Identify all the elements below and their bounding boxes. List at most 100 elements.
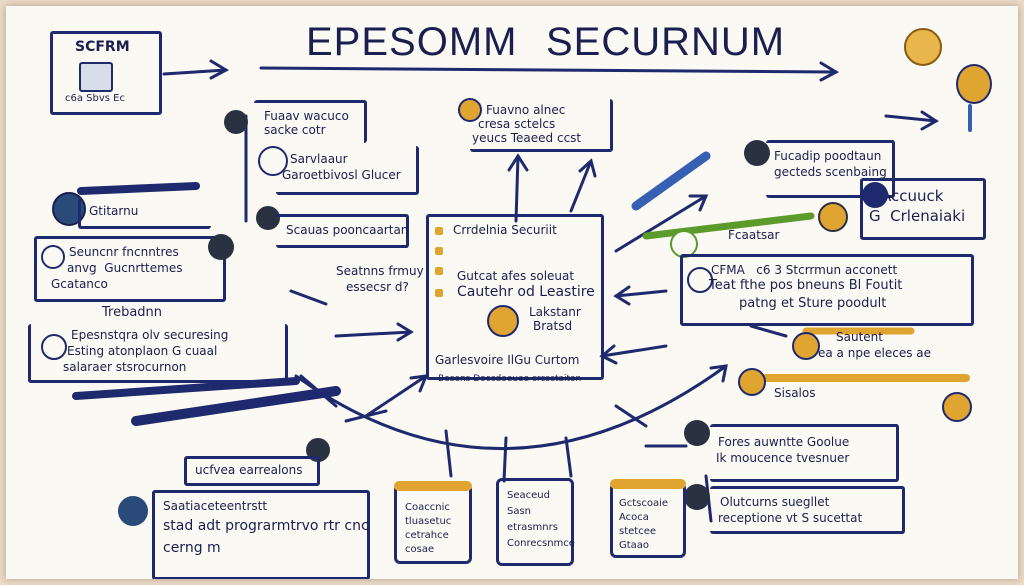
person-h-icon (684, 420, 710, 446)
cylinder-1-line-2: tluasetuc (405, 516, 452, 527)
magnifier-icon (41, 245, 65, 269)
note-left-6-line-3: salaraer stsrocurnon (63, 360, 187, 374)
bullet-icon-1 (435, 227, 443, 235)
person-b-icon (41, 334, 67, 360)
right-note-2: CFMA c6 3 Stcrrmun acconett Teat fthe po… (680, 254, 974, 326)
note-left-2: Sarvlaaur Garoetbivosl Glucer (276, 146, 419, 195)
accent-line-2: G Crlenaiaki (869, 207, 966, 225)
right-top-note: Fucadip poodtaun gecteds scenbaing (766, 140, 895, 198)
note-left-8-line-2: stad adt prograrmtrvo rtr cnc (163, 518, 369, 534)
right-note-6-line-1: Olutcurns suegllet (720, 495, 830, 509)
cylinder-3-line-1: Gctscoaie (619, 498, 669, 509)
right-top-line-2: gecteds scenbaing (774, 165, 887, 179)
accent-line-1: Accuuck (881, 187, 944, 205)
bullet-icon-2 (435, 247, 443, 255)
right-accent-box: Accuuck G Crlenaiaki (860, 178, 986, 240)
note-left-2-line-1: Sarvlaaur (290, 152, 348, 166)
cylinder-1-line-1: Coaccnic (405, 502, 450, 513)
note-left-8-line-1: Saatiaceteentrstt (163, 499, 268, 513)
person-body (968, 104, 972, 132)
cylinder-3-line-4: Gtaao (619, 540, 650, 551)
cylinder-2-line-4: Conrecsnmce (507, 538, 575, 549)
center-box: Crrdelnia Securiit Gutcat afes soleuat C… (426, 214, 604, 380)
cylinder-1-line-4: cosae (405, 544, 435, 555)
cylinder-1-line-3: cetrahce (405, 530, 449, 541)
right-top-line-1: Fucadip poodtaun (774, 149, 882, 163)
center-line-3: Lakstanr (529, 305, 581, 319)
cylinder-3-lid (610, 479, 686, 489)
right-note-1: Fcaatsar (728, 228, 780, 242)
headset-icon (208, 234, 234, 260)
note-left-6-line-1: Epesnstqra olv securesing (71, 328, 229, 342)
top-center-line-3: yeucs Teaeed ccst (472, 131, 582, 145)
top-center-line-2: cresa sctelcs (478, 117, 556, 131)
title-right: SECURNUM (546, 20, 786, 64)
note-left-5: Trebadnn (102, 305, 163, 320)
worker-green-icon (670, 230, 698, 258)
note-left-2-line-2: Garoetbivosl Glucer (282, 168, 401, 182)
connector-arrows (72, 59, 970, 523)
bullet-icon-3 (435, 267, 443, 275)
cylinder-1: Coaccnic tluasetuc cetrahce cosae (394, 481, 472, 564)
note-left-4-line-1: Seuncnr fncnntres (69, 245, 179, 259)
cylinder-2-line-3: etrasmnrs (507, 522, 558, 533)
note-left-7: ucfvea earrealons (184, 456, 320, 486)
logo-title: SCFRM (75, 39, 130, 55)
note-left-4-line-3: Gcatanco (51, 277, 108, 291)
cylinder-1-lid (394, 481, 472, 491)
note-left-4-line-2: anvg Gucnrttemes (67, 261, 183, 275)
cylinder-2-line-2: Sasn (507, 506, 532, 517)
check-icon (118, 496, 148, 526)
center-footer: Garlesvoire IlGu Curtom (435, 353, 580, 367)
logo-box: SCFRM c6a Sbvs Ec (50, 31, 162, 115)
center-line-2: Cautehr od Leastire (457, 284, 595, 300)
right-note-2-line-1: CFMA c6 3 Stcrrmun acconett (711, 263, 898, 277)
person-e-icon (687, 267, 713, 293)
note-left-1: Fuaav wacuco sacke cotr (254, 100, 367, 143)
center-line-1: Gutcat afes soleuat (457, 269, 575, 283)
cylinder-3: Gctscoaie Acoca stetcee Gtaao (610, 479, 686, 558)
top-center-line-1: Fuavno alnec (486, 103, 566, 117)
title-left: EPESOMM (306, 20, 518, 64)
worker-desk-icon (487, 305, 519, 337)
note-left-4: Seuncnr fncnntres anvg Gucnrttemes Gcata… (34, 236, 226, 302)
cylinder-3-line-2: Acoca (619, 512, 649, 523)
note-mid-left-2-line-1: Seatnns frmuy (336, 264, 424, 278)
person-d-icon (744, 140, 770, 166)
right-note-6: Olutcurns suegllet receptione vt S sucet… (710, 486, 905, 534)
cylinder-2-line-1: Seaceud (507, 490, 550, 501)
person-a-icon (258, 146, 288, 176)
note-mid-left-1: Scauas pooncaartan (276, 214, 409, 248)
right-note-6-line-2: receptione vt S sucettat (718, 511, 863, 525)
right-note-4: Sisalos (774, 386, 816, 400)
person-icon (956, 64, 992, 104)
person-g-icon (738, 368, 766, 396)
center-line-4: Bratsd (533, 319, 573, 333)
person-f-icon (792, 332, 820, 360)
right-note-2-line-3: patng et Sture poodult (739, 296, 887, 311)
top-center-note: Fuavno alnec cresa sctelcs yeucs Teaeed … (470, 99, 613, 152)
right-note-2-line-2: Teat fthe pos bneuns Bl Foutit (709, 278, 903, 293)
note-left-6-line-2: Esting atonplaon G cuaal (67, 344, 218, 358)
sun-icon (904, 28, 942, 66)
right-note-5-line-2: Ik moucence tvesnuer (716, 451, 850, 465)
right-note-3-line-2: ea a npe eleces ae (818, 346, 932, 360)
cylinder-2: Seaceud Sasn etrasmnrs Conrecsnmce (496, 478, 575, 566)
note-left-8: Saatiaceteentrstt stad adt prograrmtrvo … (152, 490, 370, 579)
note-left-3-line-1: Gtitarnu (89, 204, 139, 218)
whiteboard: EPESOMM SECURNUM SCFRM c6a Sbvs Ec Fuavn… (6, 6, 1018, 579)
note-left-7-line-1: ucfvea earrealons (195, 463, 303, 477)
note-mid-left-1-line-1: Scauas pooncaartan (286, 223, 409, 237)
note-left-3: Gtitarnu (78, 198, 211, 229)
bulb-icon (942, 392, 972, 422)
note-left-6: Epesnstqra olv securesing Esting atonpla… (28, 324, 288, 383)
coin-icon-2 (818, 202, 848, 232)
note-left-1-line-2: sacke cotr (264, 123, 326, 137)
portrait-icon (79, 62, 113, 92)
bullet-icon-4 (435, 289, 443, 297)
note-left-8-line-3: cerng m (163, 540, 221, 556)
right-note-5: Fores auwntte Goolue Ik moucence tvesnue… (710, 424, 899, 482)
shield-icon-2 (862, 182, 888, 208)
person-i-icon (684, 484, 710, 510)
note-mid-left-2-line-2: essecsr d? (346, 280, 409, 294)
